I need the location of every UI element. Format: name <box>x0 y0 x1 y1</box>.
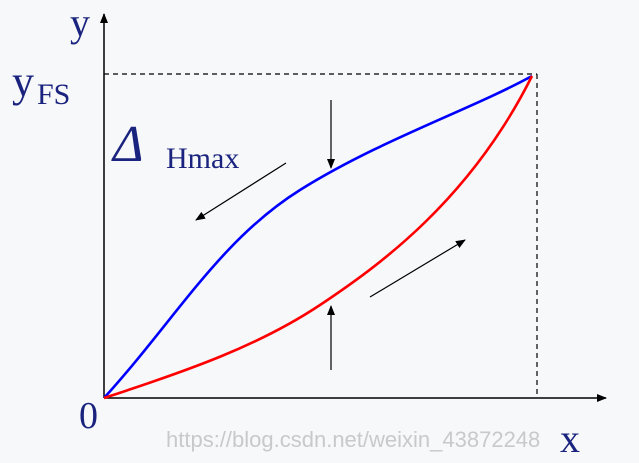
yfs-subscript: FS <box>37 78 70 111</box>
delta-symbol: Δ <box>111 116 144 173</box>
loading-curve <box>103 75 534 400</box>
delta-hmax-label: Δ Hmax <box>111 116 239 175</box>
x-axis-label: x <box>560 416 580 461</box>
arrow-unloading-direction <box>195 162 287 221</box>
y-axis-label: y <box>70 0 90 45</box>
yfs-main: y <box>12 57 34 106</box>
arrow-loading-direction <box>369 239 466 298</box>
unloading-curve <box>103 74 533 399</box>
origin-label: 0 <box>79 395 98 437</box>
watermark-text: https://blog.csdn.net/weixin_43872248 <box>166 427 540 452</box>
delta-subscript: Hmax <box>166 142 239 175</box>
yfs-label: y FS <box>12 57 70 111</box>
